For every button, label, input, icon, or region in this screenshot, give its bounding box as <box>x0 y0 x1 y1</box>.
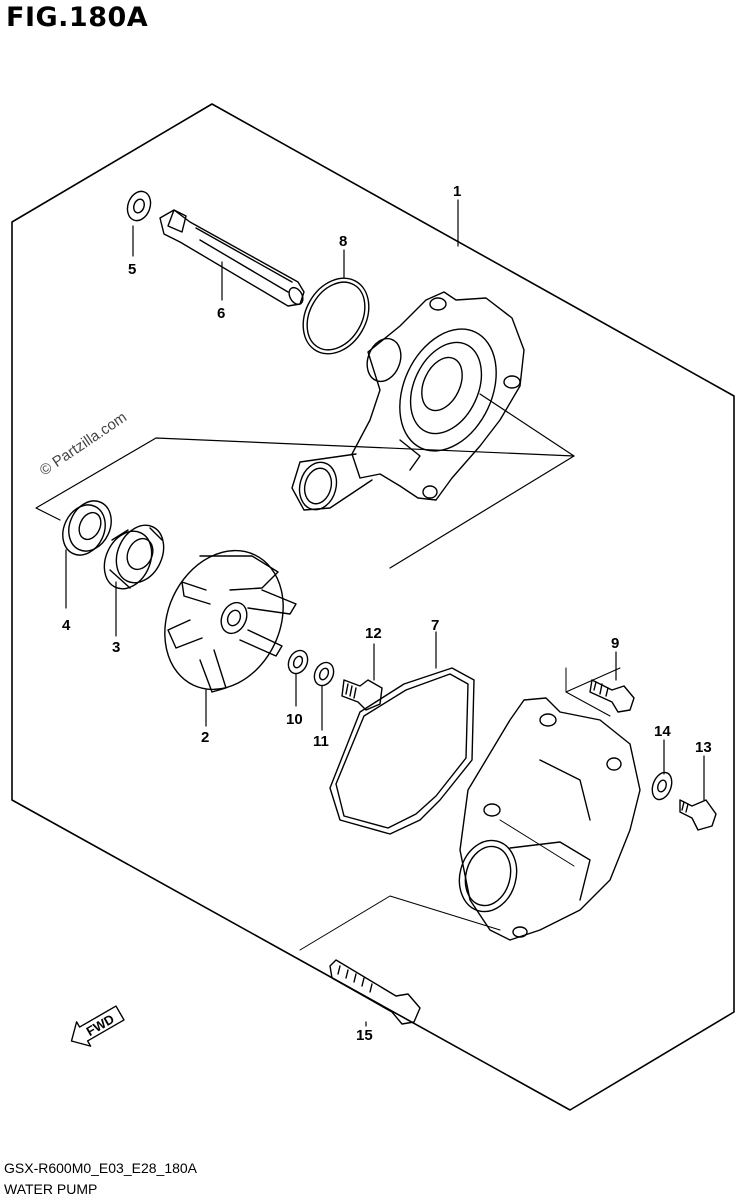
part-12-bolt <box>341 679 383 711</box>
figure-caption: WATER PUMP <box>4 1181 98 1197</box>
part-10-washer <box>287 649 309 675</box>
part-5-washer <box>126 190 152 222</box>
bracket-line-cover <box>499 819 575 867</box>
callout-9: 9 <box>611 635 619 652</box>
part-14-washer <box>651 771 673 801</box>
assembly-frame <box>11 103 735 1111</box>
callout-8: 8 <box>339 233 347 250</box>
leader-lines <box>65 199 705 1027</box>
callout-3: 3 <box>112 639 120 656</box>
housing-bracket-line <box>389 393 575 569</box>
part-1-pump-body <box>291 291 525 511</box>
callout-7: 7 <box>431 617 439 634</box>
part-8-o-ring <box>302 277 370 355</box>
part-15-bolt <box>329 959 421 1025</box>
callout-1: 1 <box>453 183 461 200</box>
impeller-group-frame <box>35 437 575 521</box>
part-11-washer <box>313 661 335 687</box>
callout-6: 6 <box>217 305 225 322</box>
figure-code: GSX-R600M0_E03_E28_180A <box>4 1160 198 1176</box>
pump-cover <box>458 697 641 941</box>
part-9-bolt <box>589 679 635 713</box>
part-4-oil-seal <box>62 500 112 556</box>
part-2-impeller <box>164 549 297 693</box>
watermark-text: © Partzilla.com <box>37 409 130 480</box>
figure-title: FIG.180A <box>6 2 149 33</box>
part-6-shaft <box>159 209 305 307</box>
callout-10: 10 <box>286 711 303 728</box>
callout-numbers: 1 5 6 8 4 3 2 10 11 12 7 9 14 13 15 <box>62 183 712 1044</box>
bracket-line-9 <box>565 667 621 717</box>
callout-2: 2 <box>201 729 209 746</box>
part-7-gasket <box>329 667 475 835</box>
callout-5: 5 <box>128 261 136 278</box>
callout-12: 12 <box>365 625 382 642</box>
callout-11: 11 <box>313 733 329 750</box>
callout-13: 13 <box>695 739 712 756</box>
callout-14: 14 <box>654 723 671 740</box>
callout-4: 4 <box>62 617 71 634</box>
part-3-mechanical-seal <box>103 524 165 590</box>
bracket-line-15 <box>299 895 501 951</box>
callout-15: 15 <box>356 1027 373 1044</box>
part-13-bolt <box>679 799 717 831</box>
fwd-arrow-icon: FWD <box>70 1005 125 1047</box>
